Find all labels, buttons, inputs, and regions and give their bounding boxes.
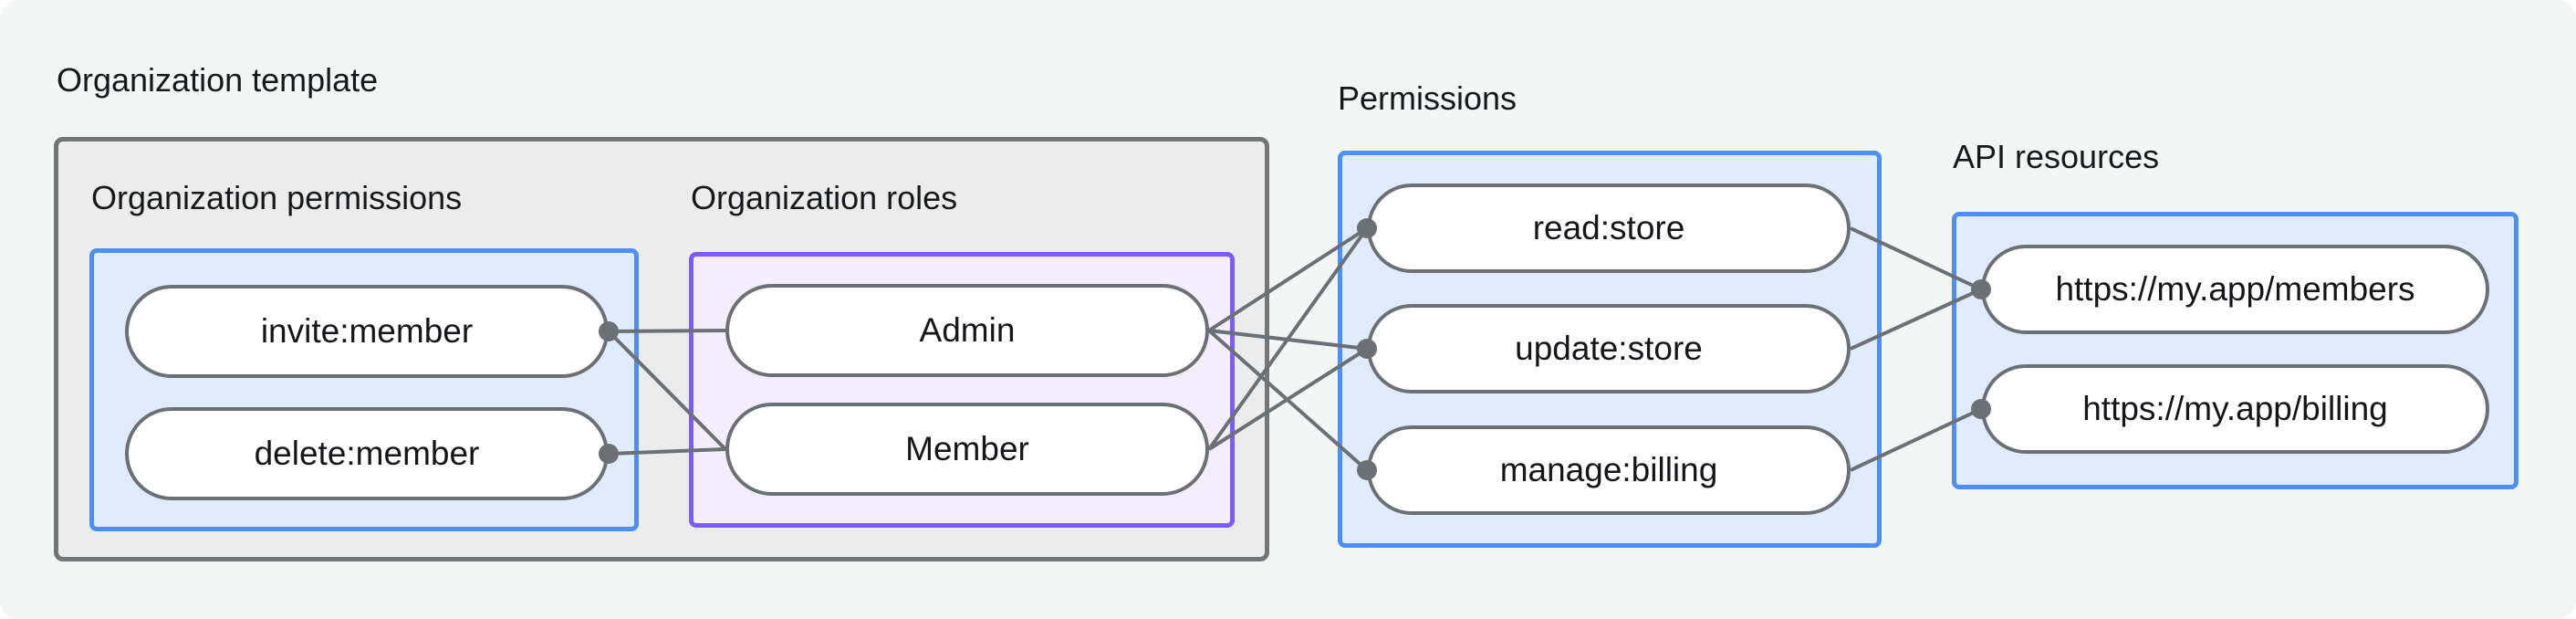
organization-permissions-title: Organization permissions xyxy=(91,179,463,216)
api-resources-title: API resources xyxy=(1953,138,2160,175)
billing-api-resource-node: https://my.app/billing xyxy=(1981,364,2489,454)
organization-template-title: Organization template xyxy=(57,61,379,99)
manage-billing-node: manage:billing xyxy=(1367,425,1851,515)
permissions-title: Permissions xyxy=(1338,79,1517,117)
read-store-node: read:store xyxy=(1367,184,1851,273)
member-role-node: Member xyxy=(725,403,1209,496)
organization-roles-title: Organization roles xyxy=(691,179,958,216)
delete-member-node: delete:member xyxy=(125,407,609,500)
admin-role-node: Admin xyxy=(725,284,1209,377)
invite-member-node: invite:member xyxy=(125,285,609,378)
members-api-resource-node: https://my.app/members xyxy=(1981,245,2489,334)
update-store-node: update:store xyxy=(1367,304,1851,393)
